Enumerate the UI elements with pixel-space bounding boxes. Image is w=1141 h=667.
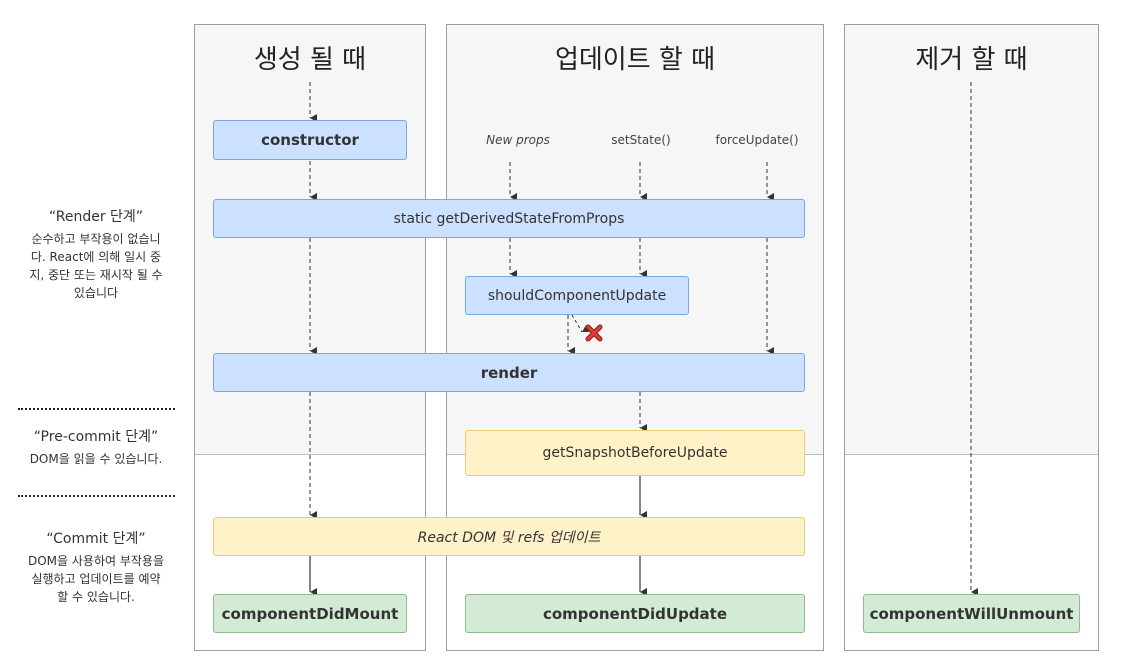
mounting-column: 생성 될 때 — [194, 24, 426, 651]
phase-divider — [195, 454, 425, 455]
updating-title: 업데이트 할 때 — [554, 45, 716, 75]
unmounting-column: 제거 할 때 — [844, 24, 1099, 651]
phase-separator — [18, 408, 175, 410]
react-dom-refs-update-box: React DOM 및 refs 업데이트 — [213, 517, 805, 556]
set-state-label: setState() — [611, 133, 671, 147]
commit-phase-label: “Commit 단계” DOM을 사용하여 부작용을 실행하고 업데이트를 예약… — [8, 528, 184, 606]
precommit-phase-title: “Pre-commit 단계” — [33, 429, 159, 445]
phase-separator — [18, 495, 175, 497]
component-did-update-box: componentDidUpdate — [465, 594, 805, 633]
commit-phase-title: “Commit 단계” — [46, 531, 146, 547]
component-will-unmount-box: componentWillUnmount — [863, 594, 1080, 633]
render-phase-label: “Render 단계” 순수하고 부작용이 없습니다. React에 의해 일시… — [8, 206, 184, 302]
render-box: render — [213, 353, 805, 392]
phase-divider — [845, 454, 1098, 455]
unmounting-title: 제거 할 때 — [915, 45, 1028, 75]
new-props-label: New props — [486, 133, 550, 147]
component-did-mount-box: componentDidMount — [213, 594, 407, 633]
get-derived-state-from-props-box: static getDerivedStateFromProps — [213, 199, 805, 238]
get-snapshot-before-update-box: getSnapshotBeforeUpdate — [465, 430, 805, 476]
mounting-title: 생성 될 때 — [253, 45, 367, 75]
commit-phase-description: DOM을 사용하여 부작용을 실행하고 업데이트를 예약 할 수 있습니다. — [27, 554, 165, 604]
render-phase-description: 순수하고 부작용이 없습니다. React에 의해 일시 중지, 중단 또는 재… — [29, 232, 163, 300]
constructor-box: constructor — [213, 120, 407, 160]
precommit-phase-label: “Pre-commit 단계” DOM을 읽을 수 있습니다. — [8, 426, 184, 468]
precommit-phase-description: DOM을 읽을 수 있습니다. — [29, 452, 163, 466]
updating-column: 업데이트 할 때 — [446, 24, 824, 651]
force-update-label: forceUpdate() — [715, 133, 799, 147]
should-component-update-box: shouldComponentUpdate — [465, 276, 689, 315]
render-phase-title: “Render 단계” — [48, 209, 144, 225]
